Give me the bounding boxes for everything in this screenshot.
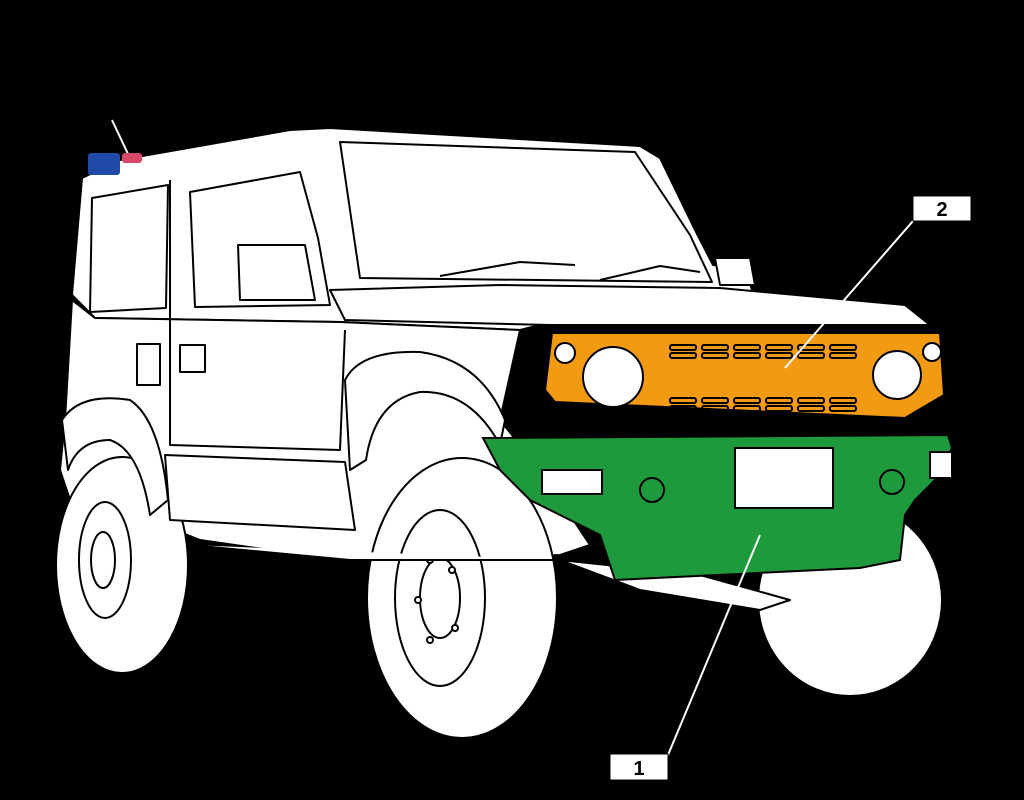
grille-slots <box>669 344 857 412</box>
tow-hook-left <box>639 477 665 503</box>
grille-slot <box>797 344 825 351</box>
callout-2-grille <box>543 332 946 420</box>
grille-slot <box>669 352 697 359</box>
callout-2-box: 2 <box>912 195 972 222</box>
grille-slot <box>829 397 857 404</box>
grille-slot <box>797 397 825 404</box>
door-handle <box>179 344 206 373</box>
callout-1-box: 1 <box>609 753 669 781</box>
grille-slot <box>701 352 729 359</box>
callout-2-label: 2 <box>936 199 947 221</box>
grille-slot <box>733 397 761 404</box>
license-plate <box>734 447 834 509</box>
grille-slot <box>701 397 729 404</box>
roof-light-blue <box>88 153 120 175</box>
door-line <box>169 180 346 451</box>
fog-light-left <box>541 469 603 495</box>
grille-slot <box>797 352 825 359</box>
vehicle-illustration <box>55 127 943 739</box>
grille-slot <box>765 397 793 404</box>
grille-slot <box>669 397 697 404</box>
grille-slot <box>733 405 761 412</box>
vehicle-hood <box>329 284 931 326</box>
callout-2-leader <box>784 220 914 369</box>
grille-slot <box>701 405 729 412</box>
fog-light-right <box>929 451 953 479</box>
headlight-right <box>872 350 922 400</box>
side-sill <box>164 454 356 531</box>
grille-slot <box>765 344 793 351</box>
windshield <box>339 141 713 283</box>
grille-slot <box>765 405 793 412</box>
tow-hook-right <box>879 469 905 495</box>
callout-1-label: 1 <box>633 758 644 780</box>
grille-slot <box>733 352 761 359</box>
grille-slot <box>669 405 697 412</box>
wiper-left <box>439 261 576 277</box>
turn-signal-left <box>554 342 576 364</box>
callout-1-leader <box>667 534 761 756</box>
callout-1-bumper <box>481 433 954 582</box>
grille-slot <box>829 344 857 351</box>
grille-slot <box>701 344 729 351</box>
grille-slot <box>829 405 857 412</box>
grille-slot <box>797 405 825 412</box>
front-left-wheel <box>366 457 558 739</box>
grille-slot <box>669 344 697 351</box>
right-mirror <box>714 257 756 286</box>
wiper-right <box>599 265 701 281</box>
grille-slot <box>829 352 857 359</box>
turn-signal-right <box>922 342 942 362</box>
grille-slot <box>765 352 793 359</box>
headlight-left <box>582 346 644 408</box>
fuel-cap <box>136 343 161 386</box>
front-grille-highlight <box>543 332 946 420</box>
grille-slot <box>733 344 761 351</box>
side-mirror <box>237 244 316 301</box>
roof-light-red <box>122 153 142 163</box>
roof-light <box>88 119 142 175</box>
rear-side-window <box>89 184 169 313</box>
